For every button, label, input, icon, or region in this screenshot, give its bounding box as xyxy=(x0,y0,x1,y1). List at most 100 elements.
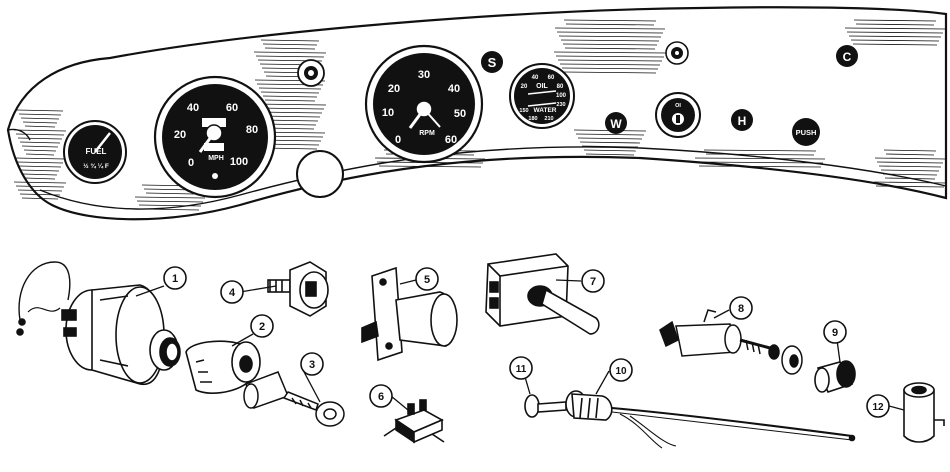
callout-circle xyxy=(250,314,274,338)
shading-stroke xyxy=(583,149,637,152)
shading-stroke xyxy=(17,137,63,140)
shading-stroke xyxy=(255,55,325,58)
fuel-gauge-marks: ½ ¾ ¼ F xyxy=(83,162,109,170)
speedometer-tick: 100 xyxy=(230,156,248,168)
shading-stroke xyxy=(575,133,645,136)
shading-stroke xyxy=(21,145,59,148)
part-switch-barrel xyxy=(185,340,261,394)
shading-stroke xyxy=(852,43,938,46)
shading-stroke xyxy=(705,153,815,156)
tachometer-tick: 40 xyxy=(448,83,460,95)
callout-circle xyxy=(415,267,439,291)
shading-stroke xyxy=(875,185,945,188)
callout-label: 8 xyxy=(738,303,744,315)
tachometer-tick: 10 xyxy=(382,107,394,119)
tachometer-tick: 20 xyxy=(388,83,400,95)
switch-c: C xyxy=(836,45,858,67)
shading-stroke xyxy=(874,157,946,160)
shading-stroke xyxy=(20,117,60,120)
shading-stroke xyxy=(880,169,940,172)
shading-stroke xyxy=(565,23,655,26)
shading-stroke xyxy=(15,185,65,188)
oil-label: OIL xyxy=(536,83,548,90)
water-tick: 180 xyxy=(528,116,537,122)
shading-stroke xyxy=(264,47,316,50)
tachometer-tick: 60 xyxy=(445,134,457,146)
part-panel-lamp xyxy=(361,266,458,362)
oil-tick: 20 xyxy=(521,84,528,90)
shading-stroke xyxy=(140,208,200,211)
shading-stroke xyxy=(17,189,63,192)
tachometer-tick: 30 xyxy=(418,69,430,81)
callout-circle xyxy=(369,384,393,408)
shading-stroke xyxy=(14,157,66,160)
shading-stroke xyxy=(561,67,659,70)
shading-stroke xyxy=(844,27,946,30)
callout-circle xyxy=(866,394,890,418)
shading-stroke xyxy=(878,165,942,168)
speedometer: 40 60 20 80 0 100 MPH xyxy=(153,75,277,199)
shading-stroke xyxy=(585,153,635,156)
callout-circle xyxy=(581,269,605,293)
callout-circle xyxy=(823,320,847,344)
shading-stroke xyxy=(253,51,327,54)
callout-label: 7 xyxy=(590,276,596,288)
shading-stroke xyxy=(884,177,936,180)
tachometer-tick: 0 xyxy=(395,134,401,146)
speedometer-unit: MPH xyxy=(208,155,224,162)
shading-stroke xyxy=(564,47,656,50)
callout-label: 3 xyxy=(309,359,315,371)
shading-stroke xyxy=(19,141,61,144)
panel-light-knob xyxy=(297,59,325,87)
shading-stroke xyxy=(554,27,666,30)
push-button-label: PUSH xyxy=(796,128,817,137)
shading-stroke xyxy=(560,39,660,42)
callout-circle xyxy=(609,358,633,382)
shading-stroke xyxy=(16,161,64,164)
shading-stroke xyxy=(876,161,944,164)
callout-label: 12 xyxy=(872,402,884,413)
part-lock-and-key xyxy=(243,371,345,427)
callout-circle xyxy=(300,352,324,376)
part-sender-unit xyxy=(267,261,329,317)
shading-stroke xyxy=(145,192,195,195)
shading-stroke xyxy=(846,31,944,34)
tachometer-tick: 50 xyxy=(454,108,466,120)
water-tick: 230 xyxy=(556,102,565,108)
shading-stroke xyxy=(553,51,667,54)
switch-h-letter: H xyxy=(738,114,747,128)
callout-label: 1 xyxy=(172,273,178,285)
callout-circle xyxy=(163,266,187,290)
callout-label: 5 xyxy=(424,274,430,286)
part-toggle-switch xyxy=(485,253,600,335)
speedometer-tick: 80 xyxy=(246,124,258,136)
shading-stroke xyxy=(855,23,935,26)
water-tick: 210 xyxy=(544,116,553,122)
shading-stroke xyxy=(21,197,59,200)
shading-stroke xyxy=(136,200,204,203)
shading-stroke xyxy=(556,31,664,34)
shading-stroke xyxy=(698,165,822,168)
shading-stroke xyxy=(579,141,641,144)
shading-stroke xyxy=(696,161,824,164)
part-switch-body xyxy=(16,261,181,386)
shading-stroke xyxy=(23,149,57,152)
shading-stroke xyxy=(260,39,320,42)
shading-stroke xyxy=(258,87,322,90)
shading-stroke xyxy=(18,113,62,116)
shading-stroke xyxy=(24,177,56,180)
shading-stroke xyxy=(260,91,320,94)
callout-label: 4 xyxy=(229,287,236,299)
shading-stroke xyxy=(557,59,663,62)
shading-stroke xyxy=(563,71,657,74)
shading-stroke xyxy=(850,39,940,42)
ignition-switch: OI xyxy=(655,92,701,138)
water-label: WATER xyxy=(534,107,557,114)
shading-stroke xyxy=(562,43,658,46)
shading-stroke xyxy=(18,165,62,168)
starter-push-button: PUSH xyxy=(792,118,820,146)
callout-label: 10 xyxy=(615,366,627,377)
switch-s: S xyxy=(481,51,503,73)
